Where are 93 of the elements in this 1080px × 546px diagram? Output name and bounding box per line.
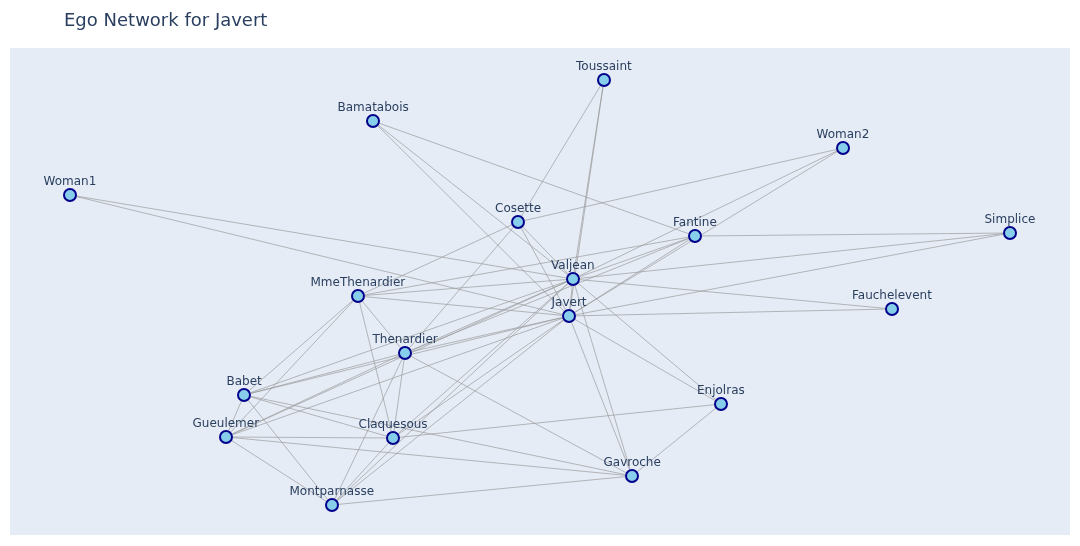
node-label: Valjean xyxy=(551,258,595,272)
network-edge xyxy=(232,436,387,439)
network-node xyxy=(697,383,745,411)
network-edge xyxy=(363,224,513,294)
node-label: Bamatabois xyxy=(337,100,409,114)
network-edge xyxy=(637,408,716,472)
network-node xyxy=(816,127,870,155)
network-edge xyxy=(575,233,1004,316)
network-edge xyxy=(338,476,626,505)
network-edge xyxy=(230,300,354,433)
network-edge xyxy=(250,396,626,475)
network-edge xyxy=(393,359,405,432)
network-edge xyxy=(524,149,837,221)
network-edge xyxy=(574,285,631,470)
network-edge xyxy=(76,196,563,315)
node-label: Claquesous xyxy=(358,417,428,431)
node-label: Woman2 xyxy=(816,127,870,141)
network-edge xyxy=(521,85,601,217)
network-edge xyxy=(250,317,563,394)
network-edge xyxy=(232,437,626,476)
network-edge xyxy=(76,195,567,279)
network-edge xyxy=(364,279,567,296)
network-node xyxy=(551,258,595,286)
network-edge xyxy=(250,396,387,437)
node-label: Enjolras xyxy=(697,383,745,397)
network-node xyxy=(673,215,717,243)
network-edge xyxy=(579,233,1004,279)
network-edge xyxy=(359,302,392,432)
network-node xyxy=(603,455,661,483)
node-label: Javert xyxy=(551,295,587,309)
network-edge xyxy=(379,122,689,235)
network-edge xyxy=(337,319,564,502)
network-node xyxy=(289,484,375,512)
network-node xyxy=(310,275,406,303)
network-edge xyxy=(411,317,563,352)
network-edge xyxy=(248,300,354,391)
network-edge xyxy=(377,125,565,312)
network-edge xyxy=(399,404,715,438)
node-label: Gueulemer xyxy=(192,416,260,430)
network-edge xyxy=(364,296,563,316)
network-edge xyxy=(701,232,1004,237)
network-node xyxy=(372,332,438,360)
node-label: Gavroche xyxy=(603,455,661,469)
network-edge xyxy=(577,283,717,400)
node-label: MmeThenardier xyxy=(310,275,406,289)
node-label: Simplice xyxy=(984,212,1036,226)
network-edge xyxy=(520,227,567,311)
network-node xyxy=(358,417,428,445)
network-edge xyxy=(579,237,689,278)
network-node xyxy=(495,201,542,229)
network-node xyxy=(852,288,932,316)
node-label: Babet xyxy=(226,374,262,388)
node-label: Montparnasse xyxy=(289,484,375,498)
network-edge xyxy=(411,238,689,351)
network-node xyxy=(337,100,409,128)
network-edge xyxy=(409,226,514,349)
network-edge xyxy=(364,236,689,296)
network-edge xyxy=(231,355,400,435)
network-edge xyxy=(247,400,329,500)
network-node xyxy=(551,295,587,323)
chart-title: Ego Network for Javert xyxy=(64,9,268,30)
node-label: Toussaint xyxy=(576,59,632,73)
network-edge xyxy=(571,322,630,470)
network-edge xyxy=(336,442,389,501)
node-label: Thenardier xyxy=(372,332,438,346)
network-edge xyxy=(579,279,886,309)
network-edge xyxy=(231,440,327,502)
network-edge xyxy=(250,354,399,394)
network-edge xyxy=(232,317,563,436)
network-edge xyxy=(362,301,401,348)
network-edge xyxy=(410,355,627,474)
network-node xyxy=(576,59,632,87)
network-edge xyxy=(334,358,403,500)
network-node xyxy=(192,416,260,444)
network-edge xyxy=(398,319,564,435)
node-label: Woman1 xyxy=(43,174,97,188)
network-edge xyxy=(574,239,690,313)
network-edge xyxy=(578,150,838,277)
network-edge xyxy=(228,401,242,431)
network-node xyxy=(984,212,1036,240)
node-label: Cosette xyxy=(495,201,542,215)
network-node xyxy=(226,374,262,402)
network-edge xyxy=(250,280,567,394)
network-edge xyxy=(378,124,568,276)
network-node xyxy=(43,174,97,202)
network-edge xyxy=(574,319,716,401)
network-edge xyxy=(522,226,569,275)
network-edge xyxy=(575,308,886,317)
network-edge xyxy=(569,86,604,310)
node-label: Fauchelevent xyxy=(852,288,932,302)
network-edge xyxy=(569,285,573,310)
node-label: Fantine xyxy=(673,215,717,229)
network-edge xyxy=(574,151,838,313)
